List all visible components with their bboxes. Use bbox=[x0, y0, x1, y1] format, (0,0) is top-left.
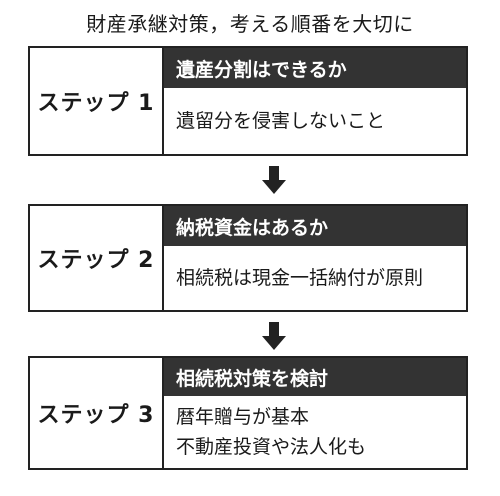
step-label-3: ステップ 3 bbox=[37, 403, 155, 428]
step-content-3: 相続税対策を検討 暦年贈与が基本 不動産投資や法人化も bbox=[162, 358, 466, 468]
step-body-line: 相続税は現金一括納付が原則 bbox=[176, 267, 424, 289]
step-box-3: ステップ 3 相続税対策を検討 暦年贈与が基本 不動産投資や法人化も bbox=[28, 356, 468, 470]
step-label-1: ステップ 1 bbox=[37, 91, 155, 116]
step-body-1: 遺留分を侵害しないこと bbox=[164, 88, 466, 154]
step-heading-1: 遺産分割はできるか bbox=[164, 48, 466, 88]
down-arrow-icon bbox=[262, 322, 286, 352]
step-heading-2: 納税資金はあるか bbox=[164, 206, 466, 246]
step-body-line: 不動産投資や法人化も bbox=[176, 436, 367, 458]
step-box-2: ステップ 2 納税資金はあるか 相続税は現金一括納付が原則 bbox=[28, 204, 468, 312]
step-content-2: 納税資金はあるか 相続税は現金一括納付が原則 bbox=[162, 206, 466, 310]
down-arrow-icon bbox=[262, 166, 286, 196]
step-heading-3: 相続税対策を検討 bbox=[164, 358, 466, 396]
step-content-1: 遺産分割はできるか 遺留分を侵害しないこと bbox=[162, 48, 466, 154]
step-box-1: ステップ 1 遺産分割はできるか 遺留分を侵害しないこと bbox=[28, 46, 468, 156]
step-body-line: 遺留分を侵害しないこと bbox=[176, 110, 386, 132]
step-label-2: ステップ 2 bbox=[37, 248, 155, 273]
step-body-3: 暦年贈与が基本 不動産投資や法人化も bbox=[164, 396, 466, 468]
step-body-line: 暦年贈与が基本 bbox=[176, 406, 310, 428]
step-body-2: 相続税は現金一括納付が原則 bbox=[164, 246, 466, 310]
diagram-title: 財産承継対策，考える順番を大切に bbox=[86, 12, 414, 36]
